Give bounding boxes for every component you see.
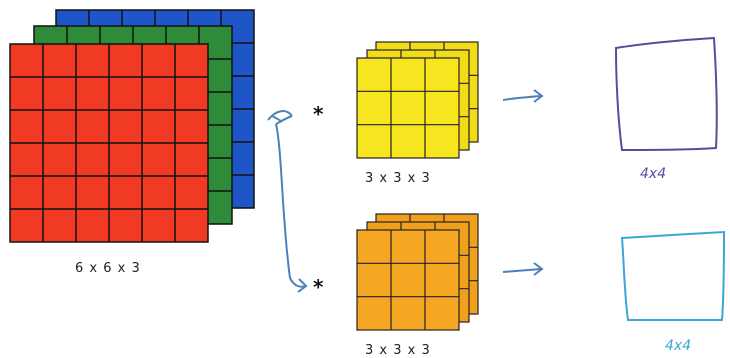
output-1-dimension-label: 4x4 xyxy=(640,166,666,182)
filter-1-dimension-label: 3 x 3 x 3 xyxy=(365,171,431,186)
output-square-2 xyxy=(620,230,726,322)
output-2-dimension-label: 4x4 xyxy=(665,338,691,354)
filter-yellow-layer-1 xyxy=(356,57,460,159)
bracket-connector xyxy=(267,110,307,288)
input-volume xyxy=(9,9,255,243)
filter-cube-yellow xyxy=(356,41,479,159)
arrow-to-output-2 xyxy=(502,262,544,276)
convolution-operator-bottom: * xyxy=(313,275,324,299)
filter-cube-orange xyxy=(356,213,479,331)
output-square-1 xyxy=(614,36,718,152)
input-dimension-label: 6 x 6 x 3 xyxy=(75,261,141,276)
connector-arrowhead-bottom xyxy=(297,278,308,293)
filter2-front-background xyxy=(356,229,460,331)
input-channel-red xyxy=(9,43,209,243)
filter-orange-layer-1 xyxy=(356,229,460,331)
convolution-operator-top: * xyxy=(313,102,324,126)
filter1-front-background xyxy=(356,57,460,159)
arrow-to-output-1 xyxy=(502,89,544,103)
filter-2-dimension-label: 3 x 3 x 3 xyxy=(365,343,431,358)
